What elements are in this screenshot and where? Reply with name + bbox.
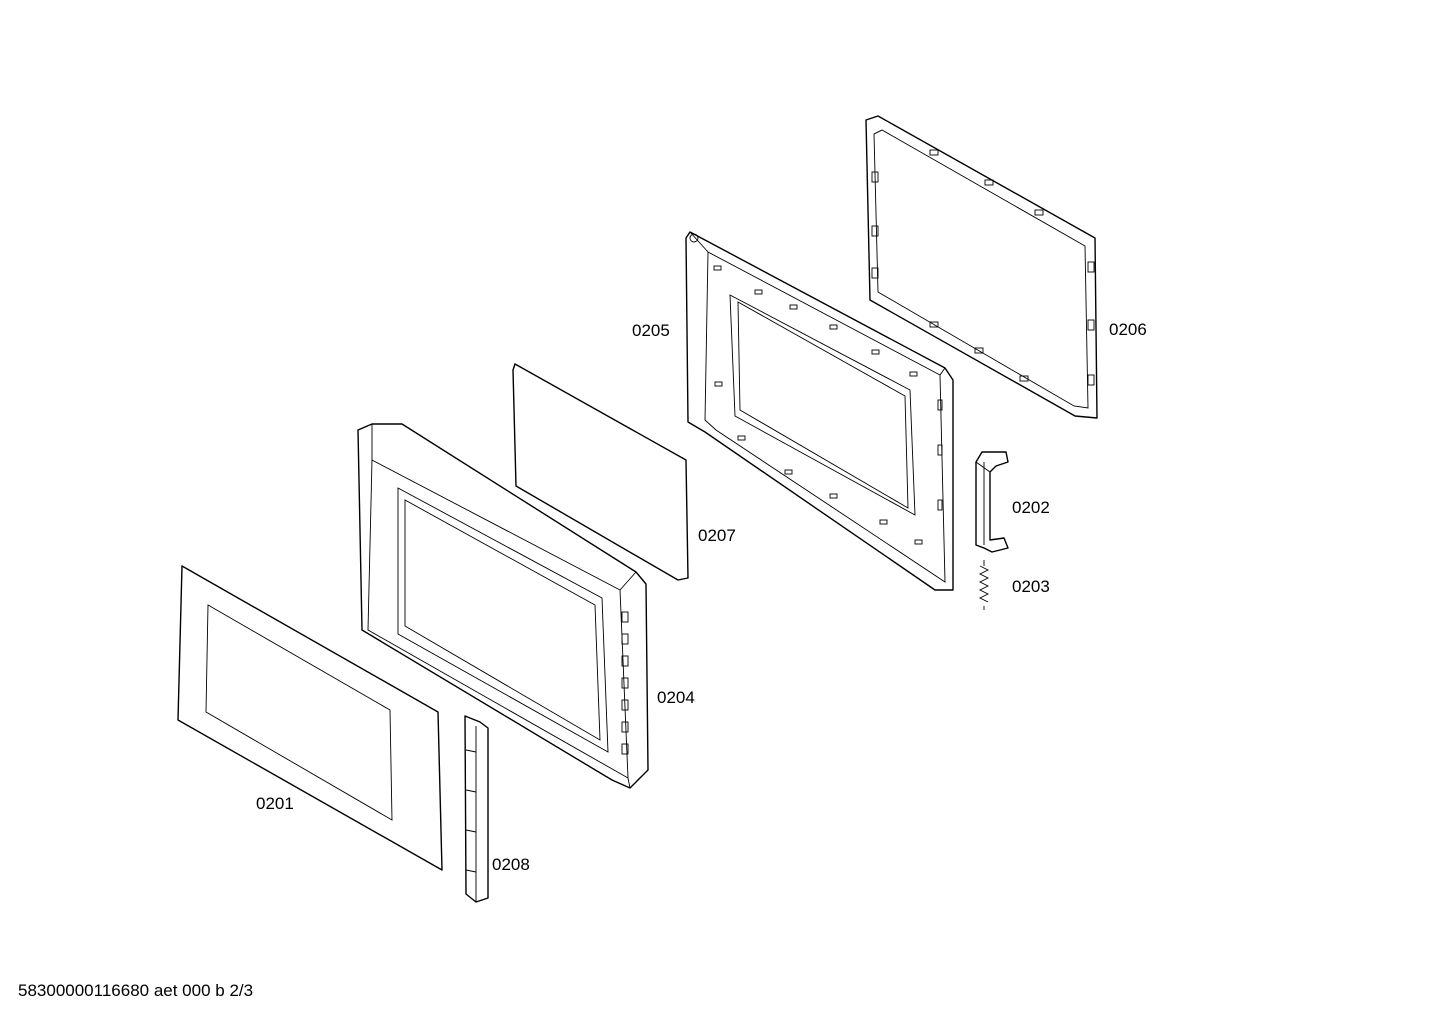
part-0206-seal-frame xyxy=(865,115,1098,419)
part-0202-latch-hook xyxy=(975,451,1009,553)
part-0203-spring xyxy=(978,560,990,610)
part-0208-handle-strip xyxy=(464,715,489,903)
label-0205: 0205 xyxy=(632,321,670,340)
label-0201: 0201 xyxy=(256,794,294,813)
label-0208: 0208 xyxy=(492,855,530,874)
label-0207: 0207 xyxy=(698,526,736,545)
label-0203: 0203 xyxy=(1012,577,1050,596)
label-0202: 0202 xyxy=(1012,498,1050,517)
label-0206: 0206 xyxy=(1109,320,1147,339)
part-0207-glass-pane xyxy=(512,363,689,581)
drawing-reference: 58300000116680 aet 000 b 2/3 xyxy=(18,981,254,1000)
part-0205-inner-frame xyxy=(685,231,954,591)
label-0204: 0204 xyxy=(657,688,695,707)
part-0201-front-panel xyxy=(177,565,443,871)
part-0204-door-frame xyxy=(357,423,649,789)
